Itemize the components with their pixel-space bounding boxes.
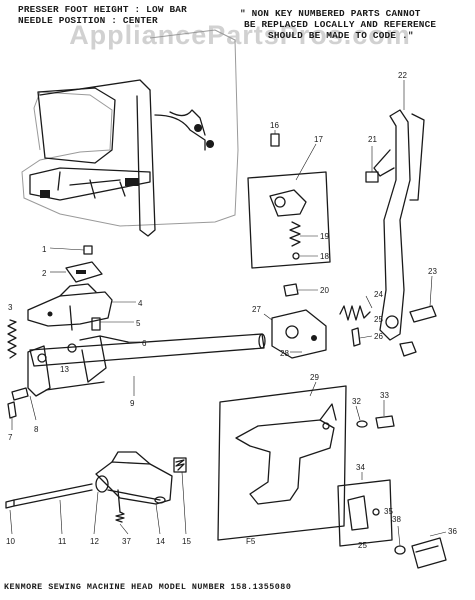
callout-10: 10	[6, 537, 15, 546]
part-24-spring	[339, 295, 373, 321]
part-12-14-lower-bracket	[93, 451, 173, 535]
callout-26: 26	[374, 332, 383, 341]
callout-15: 15	[182, 537, 191, 546]
presser-foot-note: PRESSER FOOT HEIGHT : LOW BAR NEEDLE POS…	[18, 4, 187, 26]
footer-title: KENMORE SEWING MACHINE HEAD MODEL NUMBER…	[4, 582, 292, 592]
part-16-screw	[270, 130, 280, 147]
part-21-nut	[365, 146, 379, 183]
callout-5: 5	[136, 319, 141, 328]
part-5-6-fasteners	[91, 317, 140, 343]
needle-position-line: NEEDLE POSITION : CENTER	[18, 15, 158, 26]
part-23-screw	[409, 275, 437, 323]
part-32-33-screws	[355, 400, 395, 429]
non-key-parts-note: " NON KEY NUMBERED PARTS CANNOT BE REPLA…	[240, 8, 436, 41]
callout-32: 32	[352, 397, 361, 406]
part-37-spring	[115, 511, 129, 535]
callout-3: 3	[8, 303, 13, 312]
callout-19: 19	[320, 232, 329, 241]
callout-8: 8	[34, 425, 39, 434]
callout-27: 27	[252, 305, 261, 314]
callout-35: 35	[384, 507, 393, 516]
non-key-line-2: BE REPLACED LOCALLY AND REFERENCE	[244, 19, 437, 30]
part-20-screw	[283, 283, 318, 297]
callout-22: 22	[398, 71, 407, 80]
callout-6: 6	[142, 339, 147, 348]
part-17-assembly-box	[247, 143, 331, 269]
callout-17: 17	[314, 135, 323, 144]
callout-38: 38	[392, 515, 401, 524]
part-10-11-rod	[5, 483, 93, 535]
callout-29: 29	[310, 373, 319, 382]
non-key-line-1: " NON KEY NUMBERED PARTS CANNOT	[240, 8, 421, 19]
callout-36: 36	[448, 527, 457, 536]
part-38-washer	[394, 525, 406, 555]
non-key-line-3: SHOULD BE MADE TO CODE ."	[268, 30, 414, 41]
callout-2: 2	[42, 269, 47, 278]
part-4-bracket	[27, 283, 136, 331]
callout-25-lower: 25	[358, 541, 367, 550]
part-29-assembly-box	[217, 381, 347, 541]
part-9-presser-shaft	[27, 333, 266, 397]
part-1-screw	[49, 245, 93, 255]
callout-16: 16	[270, 121, 279, 130]
callout-18: 18	[320, 252, 329, 261]
callout-1: 1	[42, 245, 47, 254]
machine-head-outline	[21, 29, 239, 237]
part-36-presser-foot	[411, 531, 447, 569]
callout-23: 23	[428, 267, 437, 276]
callout-37: 37	[122, 537, 131, 546]
callout-12: 12	[90, 537, 99, 546]
callout-25-upper: 25	[374, 315, 383, 324]
part-7-8-screws	[7, 387, 37, 430]
part-22-lever	[373, 80, 425, 341]
callout-28: 28	[280, 349, 289, 358]
callout-7: 7	[8, 433, 13, 442]
callout-34: 34	[356, 463, 365, 472]
callout-labels: 1 2 3 4 5 6 7 8 9 10 11 12 13 14 15 16 1…	[6, 71, 457, 550]
part-25-nut	[399, 341, 417, 357]
callout-33: 33	[380, 391, 389, 400]
figure-code: F5	[246, 537, 256, 546]
callout-14: 14	[156, 537, 165, 546]
part-2-presser-plate	[50, 261, 103, 283]
watermark: AppliancePartsPros.com	[69, 20, 411, 50]
part-26-pin	[351, 327, 373, 347]
callout-13: 13	[60, 365, 69, 374]
part-27-block	[263, 309, 327, 359]
part-34-assembly-box	[337, 472, 393, 547]
callout-11: 11	[58, 537, 67, 546]
part-15-spring	[173, 457, 187, 535]
callout-4: 4	[138, 299, 143, 308]
part-3-spring	[7, 319, 17, 359]
callout-9: 9	[130, 399, 135, 408]
presser-foot-line: PRESSER FOOT HEIGHT : LOW BAR	[18, 4, 187, 15]
callout-20: 20	[320, 286, 329, 295]
callout-24: 24	[374, 290, 383, 299]
callout-21: 21	[368, 135, 377, 144]
